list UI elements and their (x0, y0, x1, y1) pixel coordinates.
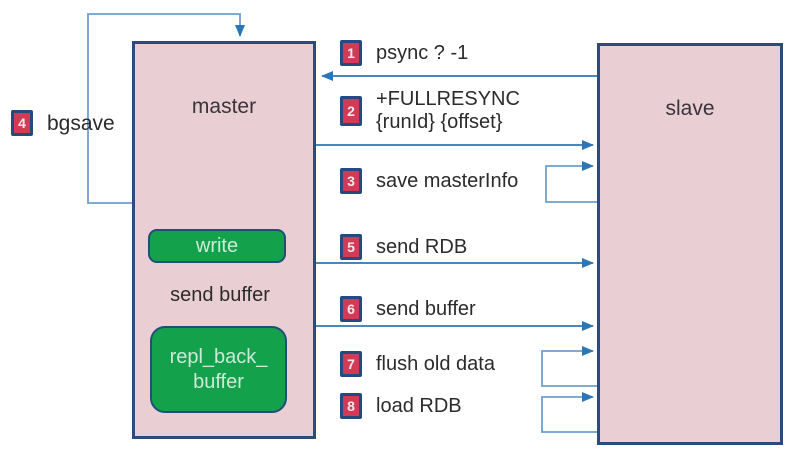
repl-back-buffer-box: repl_back_ buffer (150, 326, 287, 413)
step-8-label: load RDB (376, 394, 462, 417)
step-3-badge: 3 (340, 168, 362, 194)
bgsave-loop-arrow (87, 13, 245, 204)
step-3-label: save masterInfo (376, 169, 519, 192)
step-4-badge: 4 (11, 110, 33, 136)
step-2-label-line2: {runId} {offset} (376, 111, 503, 133)
step-5-label: send RDB (376, 235, 468, 258)
step-7-flush-old-data: 7 flush old data (340, 351, 495, 377)
step-8-load-rdb: 8 load RDB (340, 393, 462, 419)
step-1-psync: 1 psync ? -1 (340, 40, 468, 66)
step-6-badge: 6 (340, 296, 362, 322)
step-2-label: +FULLRESYNC {runId} {offset} (376, 88, 520, 134)
repl-back-buffer-label-line2: buffer (193, 370, 244, 393)
step-6-label: send buffer (376, 297, 476, 320)
step-5-badge: 5 (340, 234, 362, 260)
load-rdb-loop-arrow (541, 392, 597, 433)
step-3-save-masterinfo: 3 save masterInfo (340, 168, 518, 194)
step-7-badge: 7 (340, 351, 362, 377)
write-box: write (148, 229, 286, 263)
flush-old-data-loop-arrow (541, 346, 597, 387)
step-4-label: bgsave (47, 111, 115, 135)
step-8-badge: 8 (340, 393, 362, 419)
step-2-label-line1: +FULLRESYNC (376, 88, 520, 110)
step-2-fullresync: 2 +FULLRESYNC {runId} {offset} (340, 88, 520, 134)
write-box-label: write (195, 234, 239, 257)
step-2-badge: 2 (340, 96, 362, 126)
master-node-label: master (191, 95, 257, 118)
step-6-send-buffer: 6 send buffer (340, 296, 476, 322)
slave-node (597, 43, 783, 445)
step-4-bgsave: 4 bgsave (11, 110, 115, 136)
step-1-badge: 1 (340, 40, 362, 66)
step-5-send-rdb: 5 send RDB (340, 234, 467, 260)
slave-node-label: slave (665, 97, 715, 120)
send-buffer-internal-label: send buffer (170, 284, 270, 306)
repl-back-buffer-label-line1: repl_back_ (169, 345, 268, 368)
step-7-label: flush old data (376, 352, 495, 375)
save-masterinfo-loop-arrow (545, 161, 597, 203)
step-1-label: psync ? -1 (376, 41, 469, 64)
